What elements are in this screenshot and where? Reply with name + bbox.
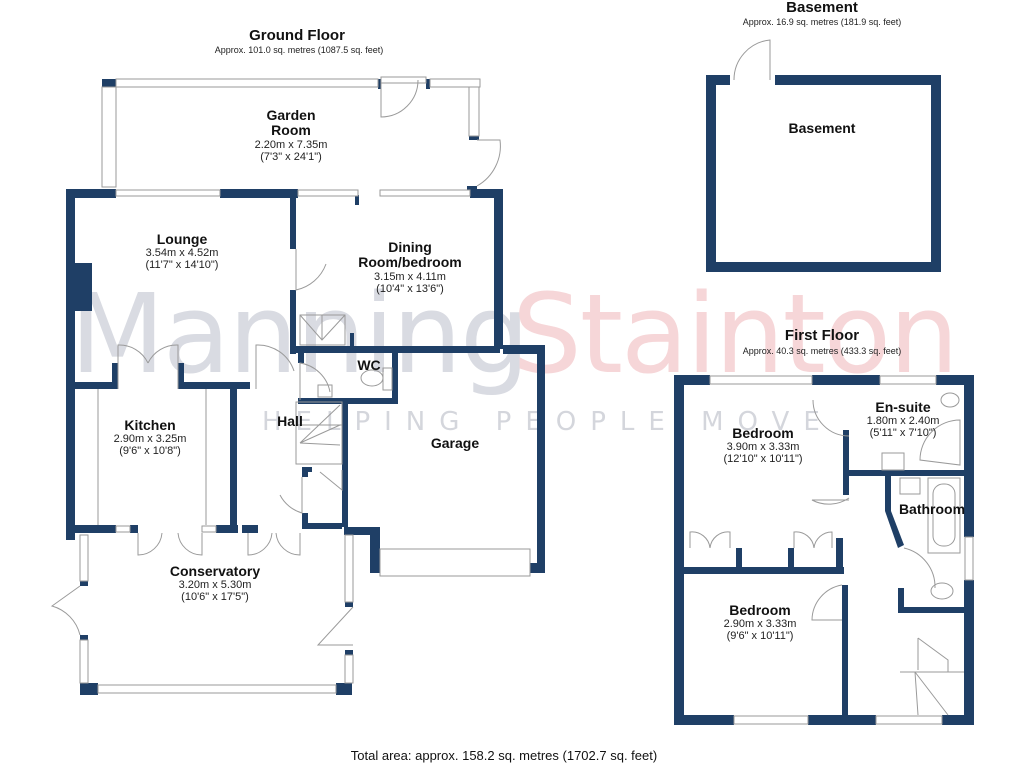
- lounge-name: Lounge: [156, 231, 208, 247]
- bedroom1-metric: 3.90m x 3.33m: [726, 441, 800, 453]
- kitchen-imperial: (9'6" x 10'8"): [119, 445, 181, 457]
- first-floor-area: Approx. 40.3 sq. metres (433.3 sq. feet): [742, 346, 902, 356]
- ensuite-metric: 1.80m x 2.40m: [866, 415, 940, 427]
- ground-floor-doors: [50, 76, 501, 646]
- basement-area: Approx. 16.9 sq. metres (181.9 sq. feet): [742, 17, 902, 27]
- bedroom1-name: Bedroom: [732, 425, 794, 441]
- bedroom1-imperial: (12'10" x 10'11"): [723, 453, 803, 465]
- basement-door: [733, 39, 771, 81]
- ground-floor-windows: [79, 78, 531, 694]
- first-floor-fixtures: [689, 392, 964, 716]
- conservatory-imperial: (10'6" x 17'5"): [181, 591, 249, 603]
- dining-name-line1: Dining: [388, 239, 432, 255]
- garden-room-metric: 2.20m x 7.35m: [254, 139, 328, 151]
- garden-room-name-line1: Garden: [266, 107, 316, 123]
- bathroom-name: Bathroom: [898, 501, 966, 517]
- first-floor-windows: [709, 375, 974, 725]
- lounge-imperial: (11'7" x 14'10"): [145, 259, 219, 271]
- conservatory-metric: 3.20m x 5.30m: [178, 579, 252, 591]
- kitchen-metric: 2.90m x 3.25m: [113, 433, 187, 445]
- ground-floor-area: Approx. 101.0 sq. metres (1087.5 sq. fee…: [214, 45, 384, 55]
- basement-title: Basement: [786, 0, 858, 16]
- ground-floor-walls: [66, 79, 545, 695]
- garage-name: Garage: [430, 435, 480, 451]
- hall-name: Hall: [277, 413, 303, 429]
- first-floor-walls: [674, 375, 974, 725]
- total-area: Total area: approx. 158.2 sq. metres (17…: [350, 748, 658, 763]
- ground-floor-title: Ground Floor: [249, 27, 345, 44]
- wc-name: WC: [357, 357, 381, 373]
- ensuite-imperial: (5'11" x 7'10"): [869, 427, 937, 439]
- garden-room-name-line2: Room: [271, 122, 311, 138]
- basement-room-name: Basement: [788, 120, 856, 136]
- ensuite-name: En-suite: [875, 399, 931, 415]
- dining-metric: 3.15m x 4.11m: [374, 271, 446, 283]
- basement-walls: [706, 75, 941, 272]
- garden-room-imperial: (7'3" x 24'1"): [260, 151, 322, 163]
- bedroom2-name: Bedroom: [729, 602, 791, 618]
- dining-name-line2: Room/bedroom: [358, 254, 462, 270]
- lounge-metric: 3.54m x 4.52m: [145, 247, 219, 259]
- bedroom2-metric: 2.90m x 3.33m: [723, 618, 797, 630]
- kitchen-name: Kitchen: [124, 417, 176, 433]
- conservatory-name: Conservatory: [169, 563, 261, 579]
- bedroom2-imperial: (9'6" x 10'11"): [726, 630, 794, 642]
- dining-imperial: (10'4" x 13'6"): [376, 283, 444, 295]
- first-floor-title: First Floor: [784, 327, 860, 344]
